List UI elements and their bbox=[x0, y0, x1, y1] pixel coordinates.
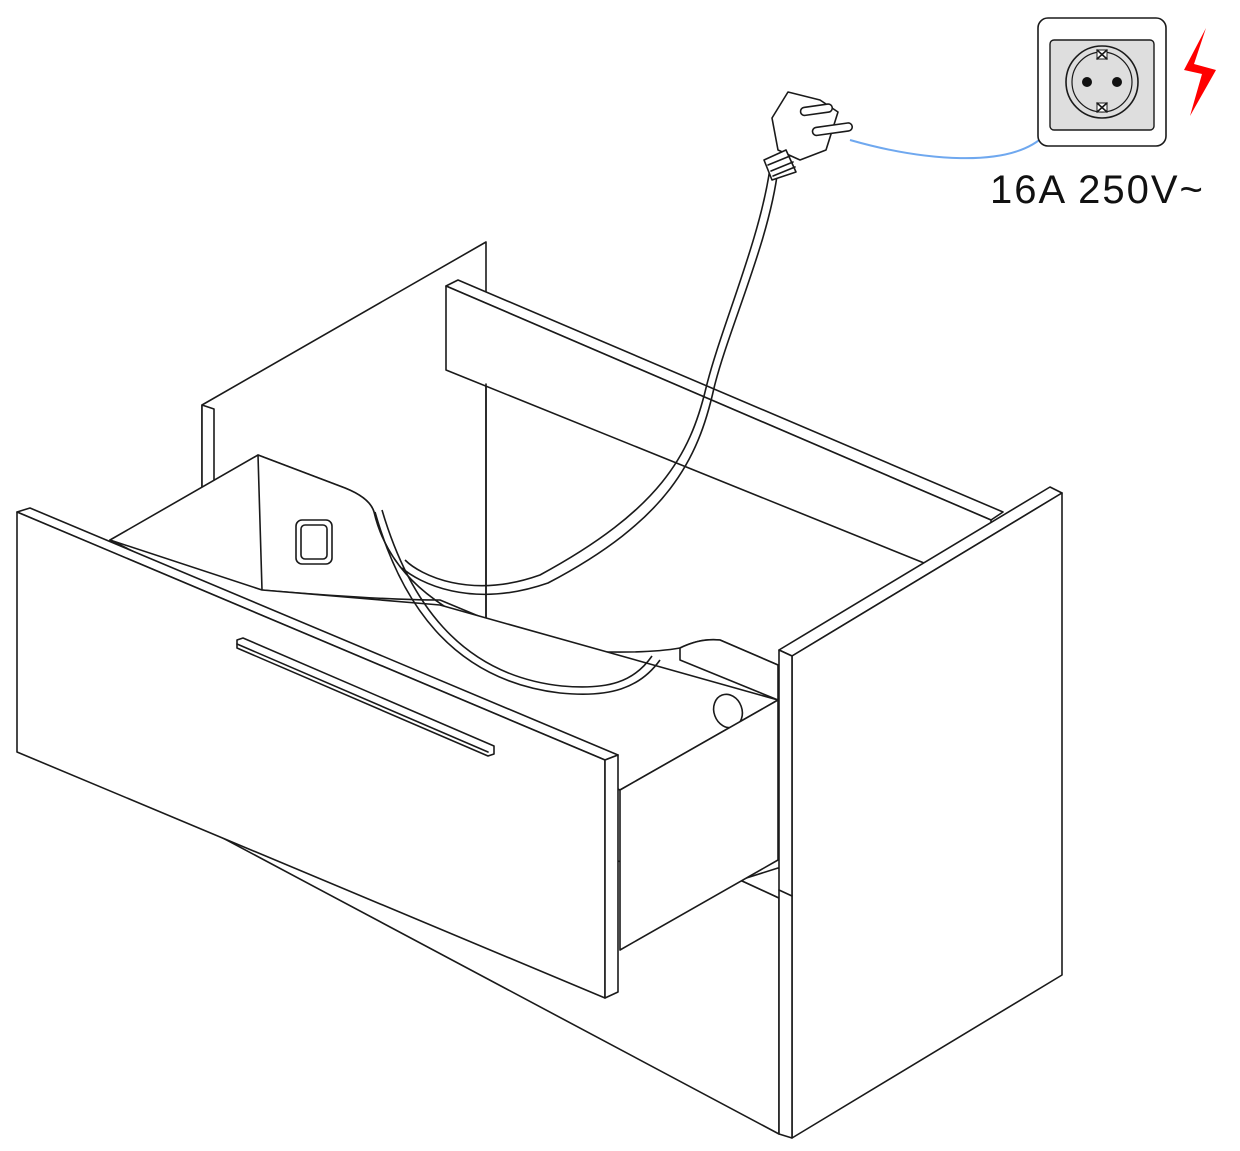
drawer-box bbox=[109, 454, 779, 951]
power-cable bbox=[374, 167, 779, 696]
schuko-plug-icon bbox=[763, 91, 854, 181]
drawer-switch-icon bbox=[295, 519, 333, 565]
wall-socket-icon bbox=[1037, 17, 1167, 147]
cabinet-right-panel bbox=[778, 486, 1063, 1139]
drawer-front bbox=[16, 507, 619, 999]
socket-rating-label: 16A 250V~ bbox=[990, 168, 1205, 212]
lightning-bolt-icon bbox=[1184, 28, 1216, 116]
